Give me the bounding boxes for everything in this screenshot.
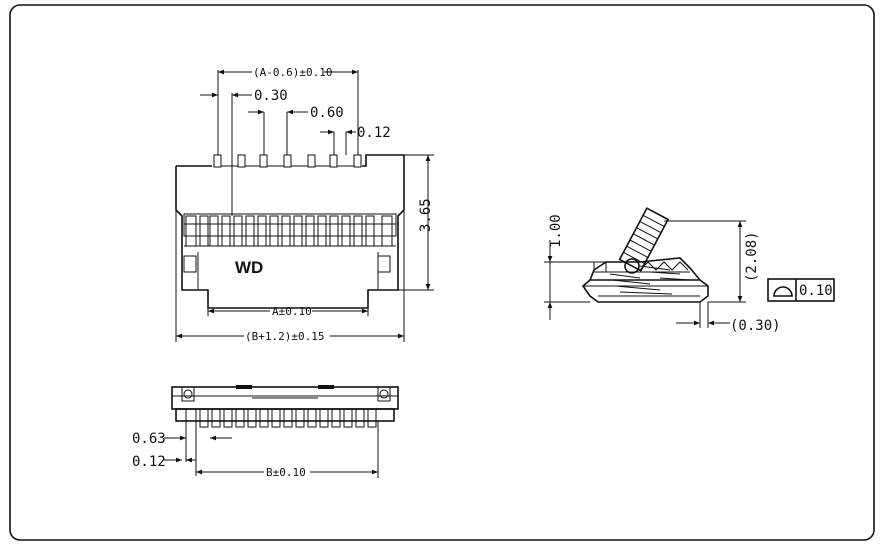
bottom-view: 0.63 0.12 B±0.10 [132,385,399,479]
dim-actuator: (2.08) [744,231,760,282]
flatness-value: 0.10 [799,283,833,299]
dim-foot: (0.30) [730,318,781,334]
dim-063: 0.63 [132,431,166,447]
dim-gap: 0.12 [357,125,391,141]
side-view: 1.00 (2.08) (0.30) 0.10 [544,207,835,334]
dim-b: B±0.10 [266,466,306,479]
dim-height: 3.65 [418,198,434,232]
dim-012: 0.12 [132,454,166,470]
dim-side-height: 1.00 [548,214,564,248]
dim-pin-width: 0.30 [254,88,288,104]
dim-overall: (B+1.2)±0.15 [245,330,324,343]
dim-inner: A±0.10 [272,305,312,318]
front-view: WD (A-0.6)±0.10 0.30 0.60 0.12 3.65 [175,66,434,343]
flatness-tolerance: 0.10 [767,278,835,302]
drawing-frame [9,4,875,541]
dim-top-span: (A-0.6)±0.10 [253,66,332,79]
bottom-contacts [199,408,377,428]
dim-pitch: 0.60 [310,105,344,121]
comb-contacts [185,215,393,247]
brand-label: WD [235,258,263,277]
top-pin-tips [213,154,362,168]
